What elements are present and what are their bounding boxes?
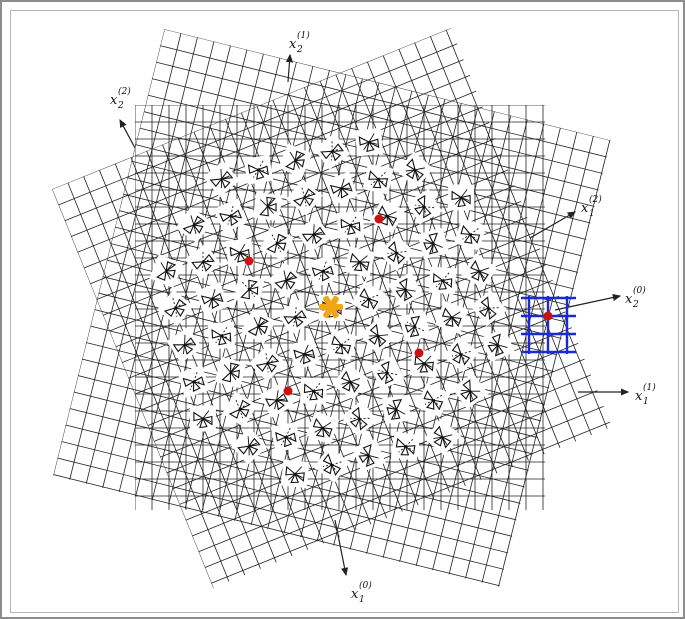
- axis-label-x2-2: x 2 (2): [110, 86, 131, 111]
- axis-label-x1-0: x 1 (0): [351, 580, 372, 605]
- bowtie-motif-icon: [234, 274, 264, 304]
- bowtie-motif-icon: [196, 282, 229, 315]
- red-dot-icon: [375, 215, 384, 224]
- axis-label-sub: 1: [643, 397, 649, 407]
- bowtie-motif-icon: [355, 128, 384, 157]
- bowtie-motif-icon: [406, 189, 442, 225]
- axis-label-base: x: [581, 201, 589, 216]
- bowtie-motif-icon: [363, 164, 393, 194]
- grid-line: [153, 44, 615, 159]
- bowtie-motif-icon: [203, 161, 240, 198]
- axis-arrow: [530, 212, 575, 238]
- bowtie-motif-icon: [452, 373, 488, 409]
- bowtie-motif-icon: [337, 211, 364, 238]
- bowtie-motif-icon: [300, 377, 327, 404]
- axis-label-sub: 2: [632, 300, 639, 310]
- bowtie-motif-icon: [149, 254, 183, 288]
- bowtie-motif-icon: [325, 172, 358, 205]
- red-dot-icon: [415, 349, 424, 358]
- bowtie-motif-icon: [231, 428, 268, 465]
- bowtie-motif-icon: [448, 184, 474, 210]
- axis-label-x1-2: x 1 (2): [581, 194, 602, 219]
- grid-line: [51, 21, 166, 483]
- grid-line: [134, 42, 249, 504]
- bowtie-motif-icon: [424, 419, 461, 456]
- grid-line: [198, 403, 612, 570]
- axis-label-base: x: [625, 292, 633, 307]
- axis-label-base: x: [289, 37, 297, 52]
- blue-subgrid: [521, 296, 576, 354]
- bowtie-motif-icon: [157, 290, 194, 327]
- bowtie-motif-icon: [391, 431, 421, 461]
- bowtie-motif-icon: [243, 155, 273, 185]
- bowtie-motif-icon: [314, 133, 350, 169]
- bowtie-motif-icon: [281, 460, 310, 489]
- bowtie-motif-icon: [454, 218, 486, 250]
- axis-label-sup: (0): [633, 285, 646, 296]
- bowtie-motif-icon: [185, 244, 221, 280]
- grid-line: [157, 27, 619, 142]
- axis-label-sup: (0): [359, 580, 372, 591]
- red-dot-icon: [245, 257, 254, 266]
- bowtie-motif-icon: [215, 357, 247, 389]
- axis-arrow: [120, 120, 135, 148]
- bowtie-motif-icon: [296, 216, 332, 252]
- bowtie-motif-icon: [400, 311, 430, 341]
- bowtie-motif-icon: [190, 406, 216, 432]
- bowtie-motif-icon: [271, 422, 301, 452]
- bowtie-motif-icon: [382, 395, 411, 424]
- grid-line: [46, 473, 508, 588]
- bowtie-motif-icon: [208, 322, 235, 349]
- axis-label-sub: 2: [117, 101, 124, 111]
- grid-line: [480, 128, 595, 590]
- axis-label-x2-1: x 2 (1): [289, 30, 310, 55]
- bowtie-motif-icon: [249, 345, 286, 382]
- red-dot-icon: [544, 312, 553, 321]
- axis-label-sub: 2: [296, 45, 303, 55]
- bowtie-motif-icon: [429, 267, 456, 294]
- grid-line: [427, 29, 594, 443]
- axis-label-sub: 1: [359, 595, 365, 605]
- axis-label-sup: (2): [589, 194, 602, 205]
- grid-line: [464, 124, 579, 586]
- red-dot-icon: [284, 387, 293, 396]
- bowtie-motif-icon: [268, 262, 305, 299]
- grid-line: [148, 60, 610, 175]
- axis-label-x2-0: x 2 (0): [625, 285, 646, 310]
- axis-label-base: x: [351, 587, 359, 602]
- bowtie-motif-icon: [241, 309, 276, 344]
- axis-label-sup: (1): [643, 382, 656, 393]
- axis-label-sup: (2): [118, 86, 131, 97]
- axis-label-base: x: [635, 389, 643, 404]
- axis-label-base: x: [110, 93, 118, 108]
- grid-line: [136, 110, 598, 225]
- axis-label-sub: 1: [589, 209, 595, 219]
- axis-label-x1-1: x 1 (1): [635, 382, 656, 407]
- bowtie-motif-icon: [410, 349, 439, 378]
- bowtie-motif-icon: [253, 192, 282, 221]
- axis-label-sup: (1): [297, 30, 310, 41]
